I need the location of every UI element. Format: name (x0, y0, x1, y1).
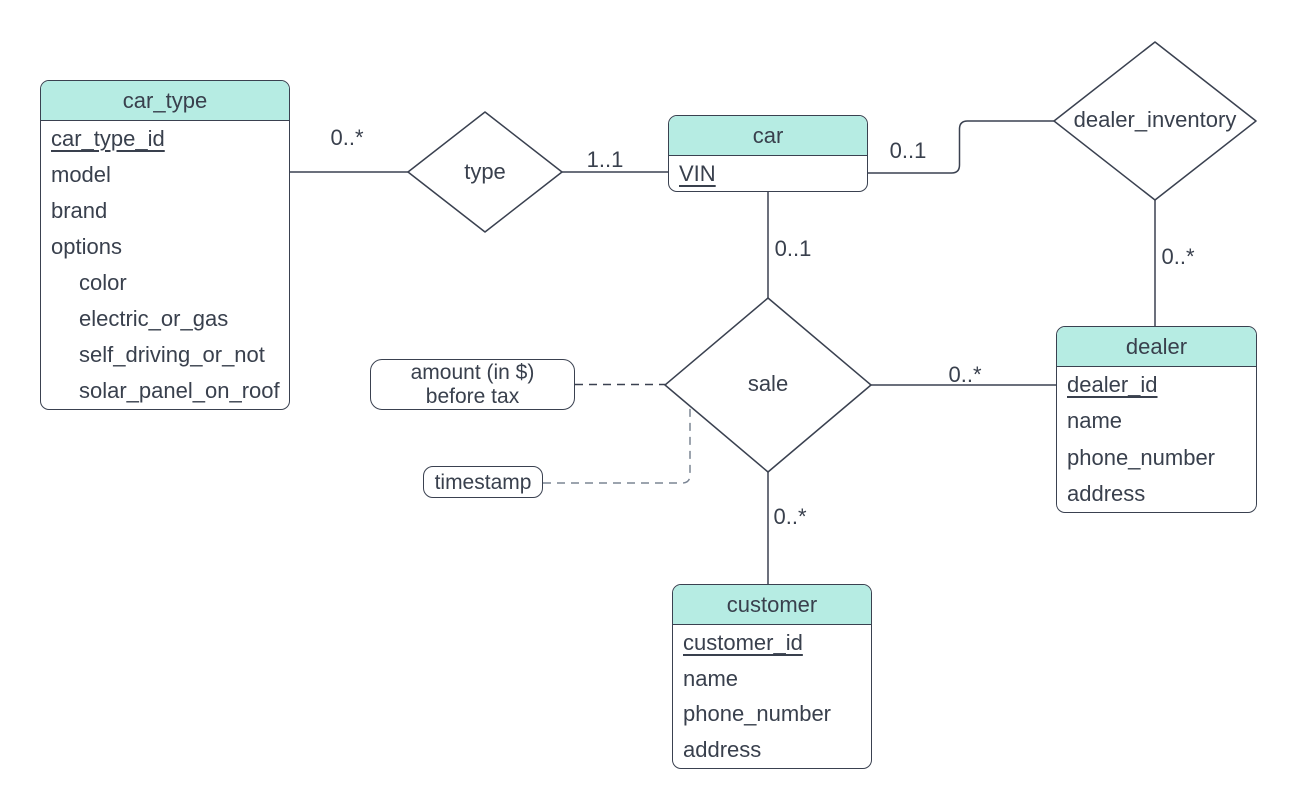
entity-car-body: VIN (669, 156, 867, 191)
cardinality-car-type-to-type: 0..* (330, 125, 364, 150)
cardinality-car-to-dealer-inventory: 0..1 (889, 138, 927, 163)
attribute-dealer-id: dealer_id (1067, 372, 1158, 398)
attribute-node-amount-line1: amount (in $) (410, 360, 535, 384)
attribute-self-driving-or-not: self_driving_or_not (79, 342, 265, 367)
entity-dealer-title: dealer (1057, 327, 1256, 367)
cardinality-sale-to-customer: 0..* (773, 504, 807, 529)
connector-timestamp-to-sale (543, 407, 691, 484)
entity-car-title: car (669, 116, 867, 156)
attribute-solar-panel-on-roof: solar_panel_on_roof (79, 378, 280, 403)
attribute-customer-phone-number: phone_number (683, 701, 832, 727)
attribute-node-amount[interactable]: amount (in $) before tax (370, 359, 575, 410)
attribute-node-timestamp-line1: timestamp (434, 470, 532, 494)
attribute-customer-address: address (683, 737, 762, 763)
relationship-diamond-type[interactable] (407, 111, 563, 233)
entity-customer[interactable]: customer customer_id name phone_number a… (672, 584, 872, 769)
entity-customer-title: customer (673, 585, 871, 625)
attribute-electric-or-gas: electric_or_gas (79, 306, 229, 331)
attribute-node-amount-line2: before tax (425, 384, 520, 408)
attribute-brand: brand (51, 198, 108, 223)
attribute-vin: VIN (679, 160, 716, 186)
entity-car[interactable]: car VIN (668, 115, 868, 192)
attribute-dealer-address: address (1067, 480, 1146, 506)
cardinality-sale-to-dealer: 0..* (948, 362, 982, 387)
cardinality-type-to-car: 1..1 (586, 147, 624, 172)
attribute-color: color (79, 270, 127, 295)
relationship-label-sale: sale (747, 371, 789, 396)
attribute-dealer-name: name (1067, 408, 1123, 434)
relationship-label-type: type (464, 159, 506, 184)
cardinality-car-to-sale: 0..1 (774, 236, 812, 261)
relationship-diamond-dealer-inventory[interactable] (1053, 41, 1257, 201)
attribute-customer-id: customer_id (683, 629, 803, 655)
attribute-dealer-phone-number: phone_number (1067, 444, 1216, 470)
entity-car-type-title: car_type (41, 81, 289, 121)
entity-car-type[interactable]: car_type car_type_id model brand options… (40, 80, 290, 410)
attribute-options: options (51, 234, 122, 259)
cardinality-dealer-inventory-to-dealer: 0..* (1161, 244, 1195, 269)
attribute-node-timestamp[interactable]: timestamp (423, 466, 543, 498)
entity-car-type-body: car_type_id model brand options color el… (41, 121, 289, 409)
entity-customer-body: customer_id name phone_number address (673, 625, 871, 768)
attribute-customer-name: name (683, 665, 739, 691)
relationship-diamond-sale[interactable] (664, 297, 872, 473)
attribute-model: model (51, 162, 111, 187)
relationship-label-dealer-inventory: dealer_inventory (1073, 107, 1237, 132)
attribute-car-type-id: car_type_id (51, 126, 165, 151)
connector-car-to-dealer-inventory (868, 120, 1054, 174)
entity-dealer-body: dealer_id name phone_number address (1057, 367, 1256, 512)
entity-dealer[interactable]: dealer dealer_id name phone_number addre… (1056, 326, 1257, 513)
